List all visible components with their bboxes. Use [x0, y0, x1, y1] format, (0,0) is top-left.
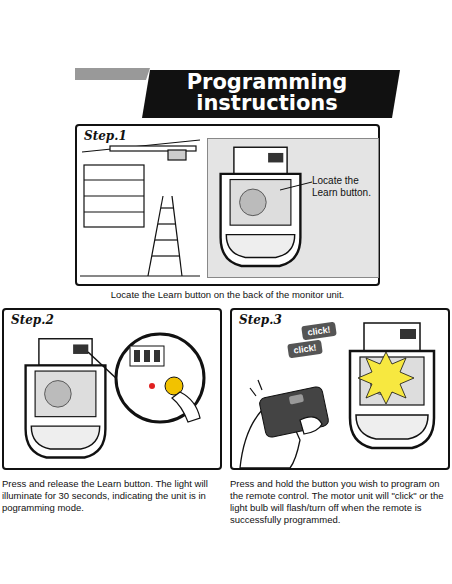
garage-sketch-part	[84, 179, 144, 180]
opener-unit	[350, 323, 434, 448]
garage-sketch-part	[148, 196, 163, 276]
magnifier-part	[154, 350, 160, 362]
magnifier-part	[149, 383, 155, 389]
magnifier	[116, 334, 204, 422]
garage-sketch-part	[84, 195, 144, 196]
garage-sketch-part	[80, 275, 200, 276]
banner-band	[142, 70, 400, 118]
magnifier-part	[172, 392, 200, 422]
click-text: click!	[307, 324, 331, 337]
caption-note: Press and hold the button you wish to pr…	[230, 478, 452, 526]
garage-sketch-part	[172, 196, 182, 276]
garage-sketch-part	[84, 211, 144, 212]
garage-sketch-part	[155, 239, 178, 240]
hand-remote	[240, 380, 329, 468]
magnifier-part	[116, 334, 204, 422]
garage-sketch	[80, 140, 200, 276]
garage-sketch-part	[158, 223, 176, 224]
magnifier-part	[130, 346, 164, 366]
click-bubble: click!	[301, 322, 337, 341]
hand-remote-part	[300, 417, 322, 434]
garage-sketch-part	[84, 165, 144, 227]
detail-inset: Locate the Learn button.	[207, 138, 379, 278]
garage-sketch-part	[110, 146, 196, 151]
garage-sketch-part	[152, 255, 180, 256]
title-text: Programming instructions	[172, 72, 362, 114]
banner-stripe	[75, 68, 150, 80]
magnifier-part	[165, 377, 183, 395]
magnifier-part	[134, 350, 140, 362]
opener-unit	[26, 339, 106, 458]
click-bubble: click!	[287, 340, 323, 359]
caption-note: Press and release the Learn button. The …	[2, 478, 224, 514]
garage-sketch-part	[168, 150, 186, 160]
step-panel: Step.2	[2, 308, 222, 470]
callout-text: Locate the Learn button.	[312, 175, 376, 199]
step-label: Step.1	[84, 129, 127, 143]
step-label: Step.2	[11, 313, 54, 327]
hand-remote-part	[250, 380, 262, 396]
step-panel: Step.1Locate the Learn button.	[75, 124, 380, 286]
magnifier-part	[144, 350, 150, 362]
step-panel: Step.3 click! click!	[230, 308, 450, 470]
click-burst	[358, 352, 414, 404]
step-label: Step.3	[239, 313, 282, 327]
hand-remote-part	[289, 394, 304, 405]
garage-sketch-part	[161, 207, 174, 208]
caption-note: Locate the Learn button on the back of t…	[75, 289, 380, 301]
hand-remote-part	[259, 386, 330, 438]
hand-remote-part	[240, 404, 300, 468]
zoom-line	[88, 352, 118, 380]
click-text: click!	[293, 342, 317, 355]
